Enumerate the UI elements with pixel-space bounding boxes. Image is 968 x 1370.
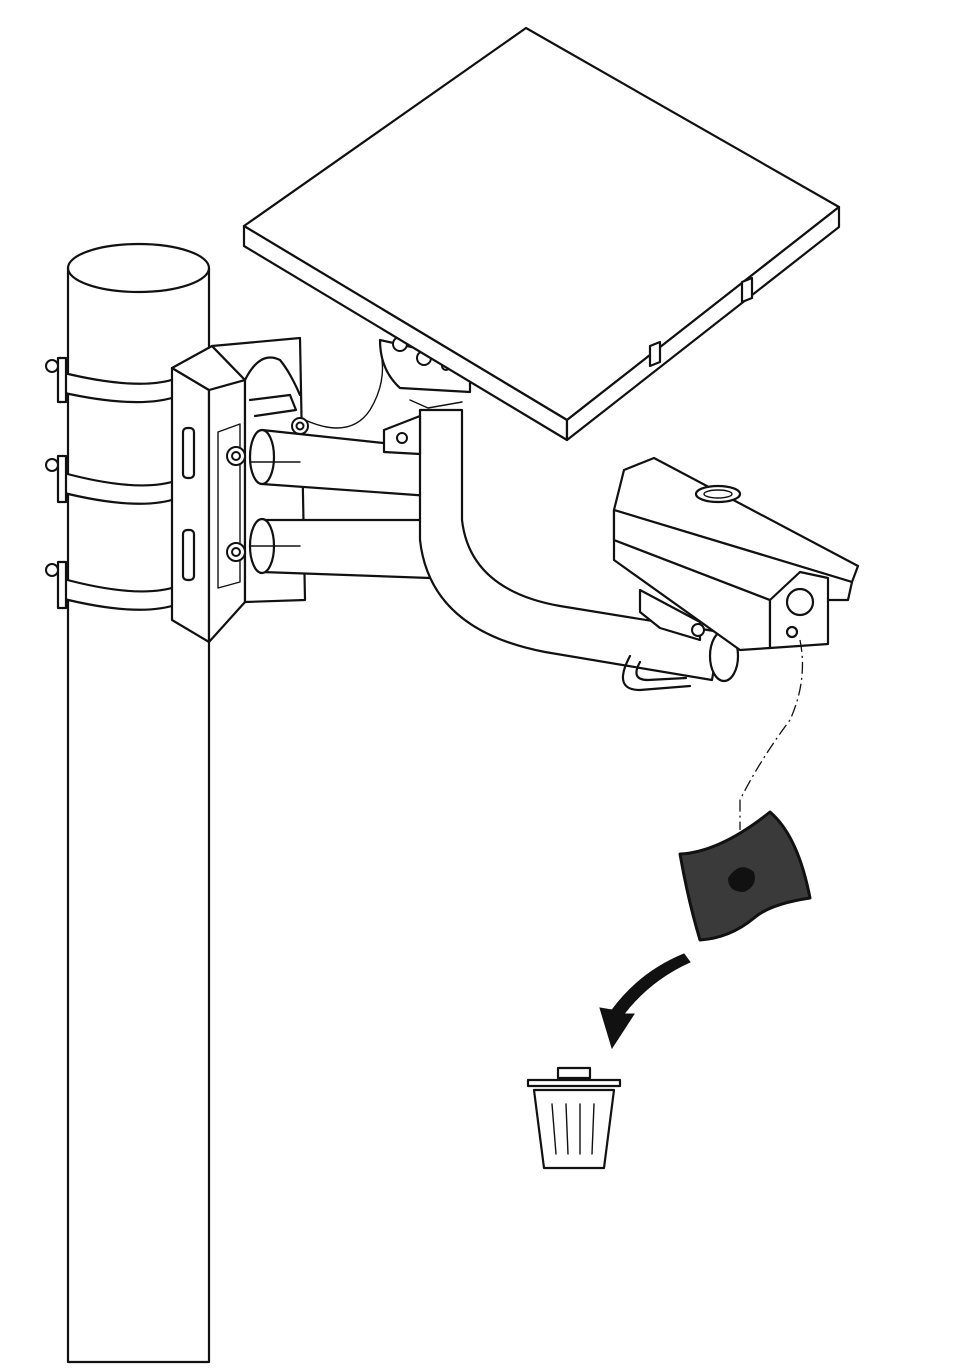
camera-housing xyxy=(612,456,860,652)
solar-panel xyxy=(242,26,841,442)
curved-arrow-icon xyxy=(599,953,691,1050)
hose-clamps xyxy=(45,356,180,611)
pole-clamp-bracket xyxy=(170,336,309,644)
peel-path xyxy=(739,639,804,830)
trash-bin-icon xyxy=(526,1066,622,1170)
protective-film xyxy=(678,810,812,942)
